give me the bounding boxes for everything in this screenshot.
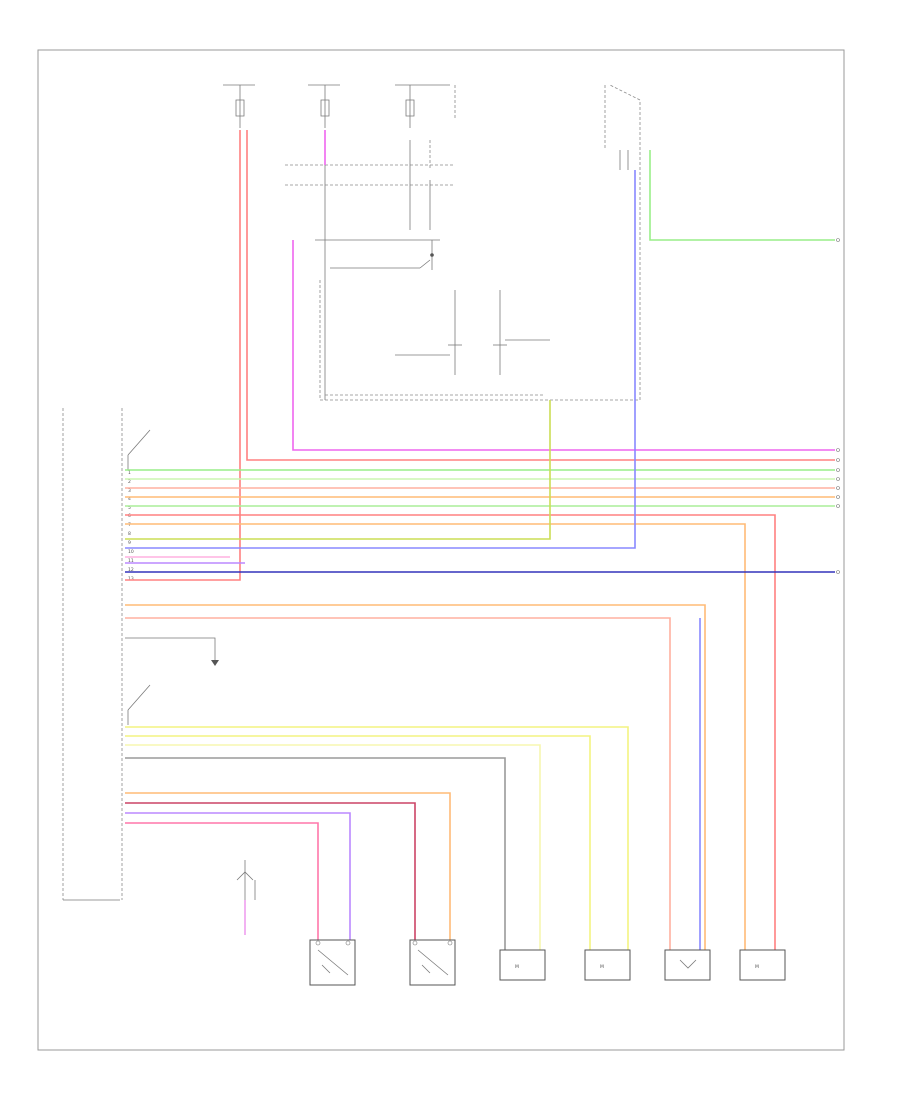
wire-gray bbox=[125, 757, 506, 950]
wire-violet-2 bbox=[125, 812, 351, 940]
sensor-ground-symbol bbox=[236, 860, 256, 935]
svg-text:12: 12 bbox=[128, 567, 134, 573]
actuator-4-box: M bbox=[739, 949, 786, 981]
wire-orange-4 bbox=[125, 792, 451, 940]
wire-darkred bbox=[125, 802, 416, 940]
fuse-1-symbol bbox=[235, 85, 245, 128]
right-edge-markers bbox=[836, 238, 840, 574]
wire-red-fuse bbox=[125, 130, 241, 581]
wire-yellow-2 bbox=[125, 735, 591, 950]
svg-text:M: M bbox=[755, 964, 759, 970]
wire-pink-2 bbox=[125, 822, 319, 940]
fuse-2-symbol bbox=[320, 85, 330, 128]
wire-yellowgreen bbox=[125, 400, 551, 540]
svg-text:6: 6 bbox=[128, 513, 131, 519]
pin-numbers: 1 2 3 4 5 6 7 8 9 10 11 12 13 bbox=[128, 470, 134, 582]
diagram-frame bbox=[37, 49, 845, 1051]
svg-text:8: 8 bbox=[128, 531, 131, 537]
wire-orange-3 bbox=[125, 604, 706, 950]
actuator-2-box: M bbox=[584, 949, 631, 981]
svg-text:M: M bbox=[600, 964, 604, 970]
wire-red-main bbox=[246, 130, 835, 461]
wire-orange-2 bbox=[125, 523, 746, 950]
svg-text:4: 4 bbox=[128, 496, 131, 502]
svg-text:M: M bbox=[515, 964, 519, 970]
actuator-3-box bbox=[664, 949, 711, 981]
wire-pink-main bbox=[292, 240, 835, 451]
wire-black-group bbox=[125, 637, 219, 666]
control-module-connector bbox=[62, 408, 151, 901]
wire-bundle bbox=[125, 130, 835, 950]
svg-text:11: 11 bbox=[128, 558, 134, 564]
svg-text:13: 13 bbox=[128, 576, 134, 582]
wire-green-top bbox=[649, 150, 835, 241]
wire-blue-1 bbox=[125, 170, 636, 549]
sensor-right-box bbox=[409, 939, 456, 986]
svg-text:1: 1 bbox=[128, 470, 131, 476]
svg-text:7: 7 bbox=[128, 522, 131, 528]
sensor-left-box bbox=[309, 939, 356, 986]
relay-switches bbox=[395, 290, 550, 375]
svg-text:5: 5 bbox=[128, 505, 131, 511]
svg-text:2: 2 bbox=[128, 479, 131, 485]
wire-salmon-2 bbox=[125, 617, 671, 950]
wire-lightyellow bbox=[125, 744, 541, 950]
wire-yellow-1 bbox=[125, 726, 629, 950]
fuse-3-symbol bbox=[405, 85, 415, 128]
wire-red-to-right bbox=[125, 514, 776, 950]
svg-text:10: 10 bbox=[128, 549, 134, 555]
svg-text:9: 9 bbox=[128, 540, 131, 546]
svg-text:3: 3 bbox=[128, 488, 131, 494]
fuse-box-area bbox=[223, 84, 641, 401]
actuator-1-box: M bbox=[499, 949, 546, 981]
